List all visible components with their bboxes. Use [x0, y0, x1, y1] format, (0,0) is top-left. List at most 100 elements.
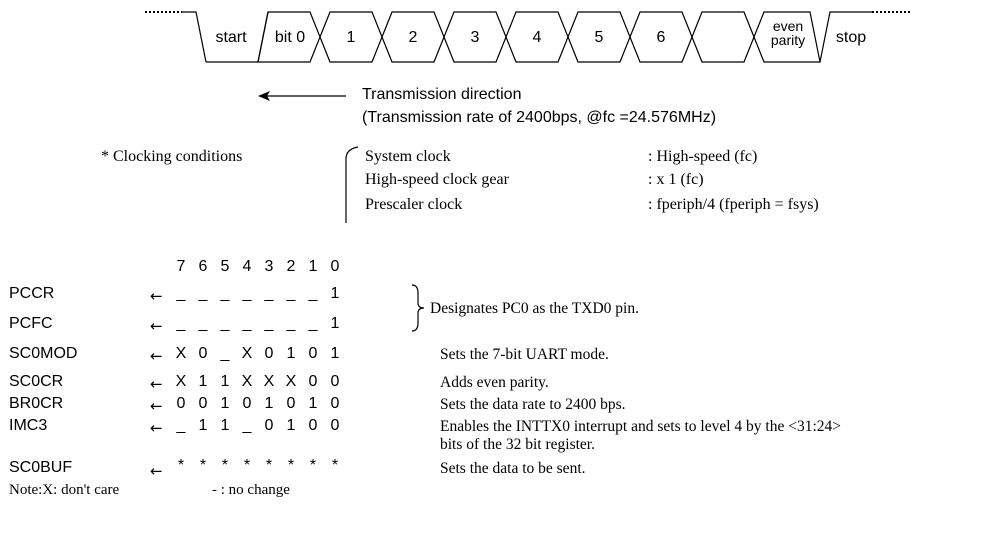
frame-label-bit2: 2 — [408, 29, 418, 46]
bit-value: * — [331, 457, 339, 474]
register-name: PCFC — [9, 315, 53, 332]
bit-value: 1 — [330, 285, 340, 302]
direction-arrow-icon — [258, 91, 346, 101]
bit-value: _ — [176, 417, 186, 434]
bit-value: 1 — [308, 395, 318, 412]
bit-value: * — [177, 457, 185, 474]
bit-value: * — [309, 457, 317, 474]
bit-value: 0 — [198, 395, 208, 412]
bit-value: X — [175, 373, 187, 390]
desc-br0cr: Sets the data rate to 2400 bps. — [440, 396, 626, 413]
bit-value: 1 — [220, 417, 230, 434]
bit-value: X — [241, 345, 253, 362]
bit-value: _ — [264, 315, 274, 332]
bit-value: * — [199, 457, 207, 474]
bit-value: 1 — [286, 345, 296, 362]
clock-row-gear-name: High-speed clock gear — [365, 171, 509, 188]
desc-sc0mod: Sets the 7-bit UART mode. — [440, 346, 609, 363]
assign-arrow-icon: ← — [150, 397, 163, 415]
register-name: PCCR — [9, 285, 55, 302]
assign-arrow-icon: ← — [150, 347, 163, 365]
frame-label-stop: stop — [835, 29, 867, 46]
bit-header-3: 3 — [264, 258, 274, 275]
note-dont-care: Note:X: don't care — [9, 482, 120, 498]
bit-value: 0 — [330, 373, 340, 390]
bit-value: 0 — [308, 345, 318, 362]
serial-frame-waveform — [145, 11, 910, 63]
register-name: IMC3 — [9, 417, 48, 434]
bit-value: 1 — [264, 395, 274, 412]
bit-value: _ — [242, 315, 252, 332]
bit-value: _ — [176, 315, 186, 332]
bit-value: _ — [198, 315, 208, 332]
assign-arrow-icon: ← — [150, 462, 163, 480]
bit-value: * — [265, 457, 273, 474]
clock-row-prescaler-value: : fperiph/4 (fperiph = fsys) — [648, 196, 819, 213]
bit-header-1: 1 — [308, 258, 318, 275]
bit-value: 0 — [264, 345, 274, 362]
bit-value: _ — [220, 315, 230, 332]
desc-pc-group: Designates PC0 as the TXD0 pin. — [430, 300, 639, 317]
register-name: BR0CR — [9, 395, 64, 412]
frame-label-bit1: 1 — [346, 29, 356, 46]
bit-header-2: 2 — [286, 258, 296, 275]
bit-value: _ — [264, 285, 274, 302]
transmission-rate-label: (Transmission rate of 2400bps, @fc =24.5… — [362, 109, 717, 126]
bit-value: _ — [220, 345, 230, 362]
even-parity-line2: parity — [770, 32, 806, 48]
bit-value: 1 — [220, 373, 230, 390]
bit-value: _ — [242, 285, 252, 302]
bit-value: 0 — [198, 345, 208, 362]
bit-value: X — [241, 373, 253, 390]
frame-label-bit0: bit 0 — [274, 29, 306, 46]
bit-value: _ — [242, 417, 252, 434]
bit-value: * — [221, 457, 229, 474]
clock-row-system-value: : High-speed (fc) — [648, 148, 758, 165]
bit-value: _ — [308, 315, 318, 332]
bit-value: _ — [176, 285, 186, 302]
bit-value: _ — [286, 315, 296, 332]
assign-arrow-icon: ← — [150, 317, 163, 335]
bit-value: _ — [286, 285, 296, 302]
bit-value: 1 — [286, 417, 296, 434]
bit-value: * — [287, 457, 295, 474]
bit-value: 1 — [330, 315, 340, 332]
clock-row-gear-value: : x 1 (fc) — [648, 171, 704, 188]
desc-sc0cr: Adds even parity. — [440, 374, 549, 391]
register-name: SC0MOD — [9, 345, 78, 362]
bit-value: _ — [220, 285, 230, 302]
clock-row-system-name: System clock — [365, 148, 451, 165]
desc-sc0buf: Sets the data to be sent. — [440, 460, 586, 477]
bit-value: * — [243, 457, 251, 474]
bit-header-5: 5 — [220, 258, 230, 275]
desc-imc3-line1: Enables the INTTX0 interrupt and sets to… — [440, 418, 842, 435]
bit-value: 0 — [286, 395, 296, 412]
bit-value: 1 — [330, 345, 340, 362]
pc-group-brace — [411, 284, 425, 332]
register-name: SC0CR — [9, 373, 64, 390]
bit-header-0: 0 — [330, 258, 340, 275]
even-parity-line1: even — [772, 18, 804, 34]
frame-label-bit6: 6 — [656, 29, 666, 46]
bit-value: 0 — [330, 417, 340, 434]
desc-imc3-line2: bits of the 32 bit register. — [440, 436, 595, 453]
bit-value: 0 — [242, 395, 252, 412]
frame-label-bit4: 4 — [532, 29, 542, 46]
bit-value: 1 — [198, 373, 208, 390]
bit-value: X — [175, 345, 187, 362]
assign-arrow-icon: ← — [150, 287, 163, 305]
assign-arrow-icon: ← — [150, 419, 163, 437]
bit-value: 0 — [308, 373, 318, 390]
bit-value: 0 — [264, 417, 274, 434]
bit-value: 1 — [220, 395, 230, 412]
frame-label-bit3: 3 — [470, 29, 480, 46]
clocking-brace — [345, 146, 359, 223]
bit-value: 0 — [176, 395, 186, 412]
frame-label-bit5: 5 — [594, 29, 604, 46]
frame-label-start: start — [215, 29, 247, 46]
bit-value: 1 — [198, 417, 208, 434]
bit-header-4: 4 — [242, 258, 252, 275]
clocking-heading: * Clocking conditions — [101, 148, 243, 165]
bit-value: 0 — [330, 395, 340, 412]
bit-header-7: 7 — [176, 258, 186, 275]
